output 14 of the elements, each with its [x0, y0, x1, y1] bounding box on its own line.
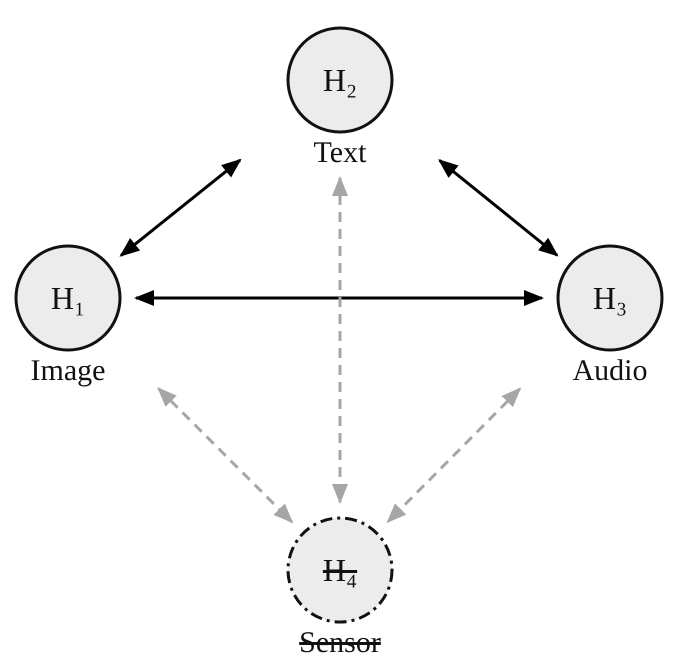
node-label: H₄ [322, 552, 358, 588]
arrow [157, 387, 294, 524]
arrow [120, 158, 242, 257]
arrow [386, 387, 522, 524]
node-caption: Audio [572, 354, 648, 388]
node-caption: Image [30, 354, 106, 388]
node-label: H₃ [592, 280, 628, 316]
arrow [134, 290, 544, 306]
node-caption: Text [314, 136, 366, 170]
node-caption: Sensor [299, 626, 381, 660]
arrow [438, 159, 559, 257]
node-label: H₁ [50, 280, 86, 316]
node-label: H₂ [322, 62, 358, 98]
arrow [332, 176, 348, 504]
